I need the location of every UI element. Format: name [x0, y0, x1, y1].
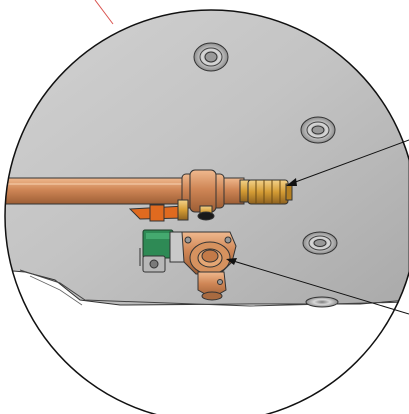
bolt-boss-icon: [300, 116, 336, 144]
ball-valve-icon: [128, 169, 251, 222]
panel: [5, 10, 409, 306]
bolt-boss-icon: [193, 42, 229, 72]
leader-line-icon: [286, 139, 409, 186]
fitting-icon: [247, 179, 293, 205]
bolt-boss-icon: [302, 231, 338, 255]
solenoid-valve-icon: [139, 229, 237, 301]
leader-line-icon: [226, 258, 409, 315]
red-leader-line: [94, 0, 114, 25]
bolt-boss-icon: [305, 296, 339, 308]
detail-circle-border: [4, 9, 409, 414]
pipe-icon: [5, 177, 186, 205]
